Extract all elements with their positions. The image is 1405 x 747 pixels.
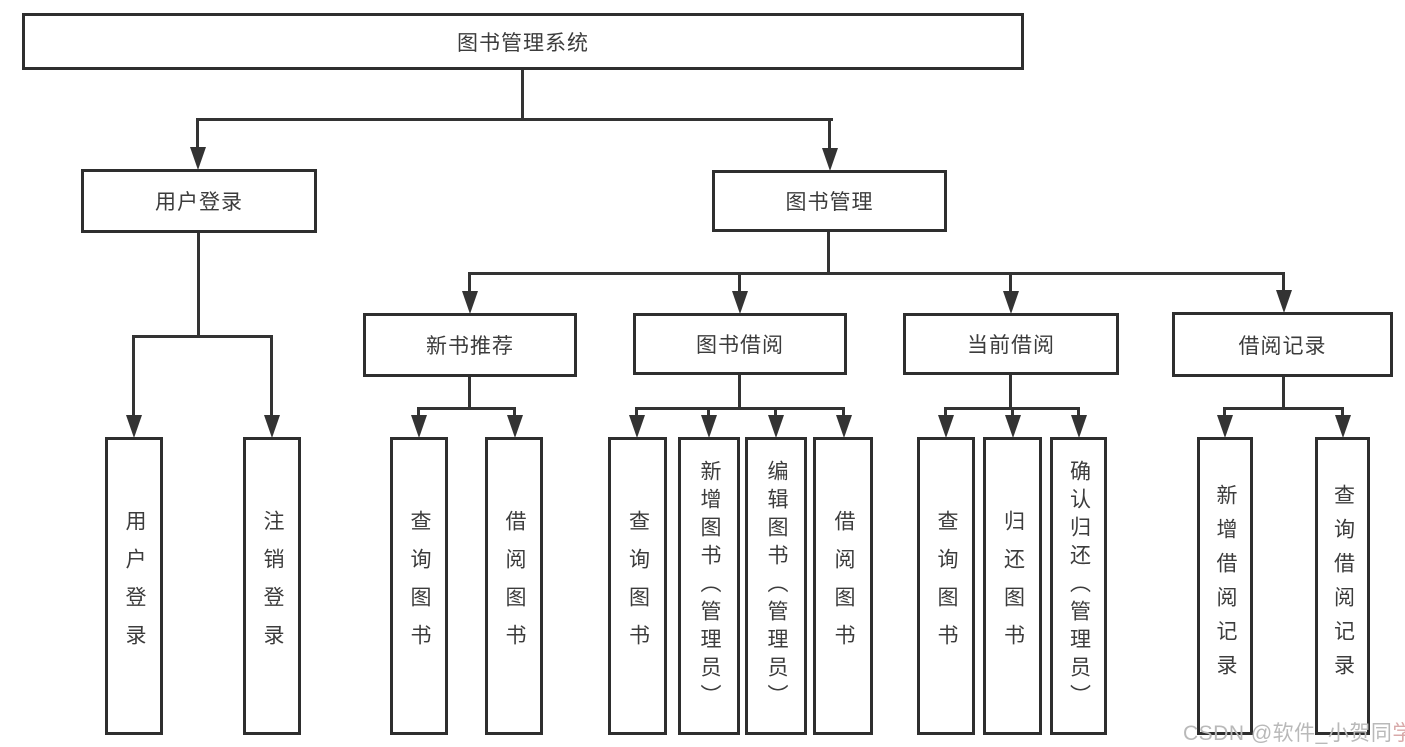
connector-drop-leaf-user-login — [132, 335, 135, 417]
csdn-watermark-accent: 学 — [1392, 722, 1405, 745]
connector-current-borrow-stem — [1009, 375, 1012, 407]
node-user-login: 用户登录 — [81, 169, 317, 233]
connector-book-borrow-bar — [635, 407, 845, 410]
node-book-borrow-label: 图书借阅 — [696, 334, 784, 357]
arrow-leaf-logout — [264, 415, 280, 438]
connector-user-login-bar — [132, 335, 273, 338]
connector-drop-cb-query — [944, 407, 947, 419]
node-book-management: 图书管理 — [712, 170, 947, 232]
arrow-bb-edit — [768, 415, 784, 438]
arrow-user-login — [190, 147, 206, 170]
connector-book-management-bar — [468, 272, 1285, 275]
node-current-borrow-label: 当前借阅 — [967, 334, 1055, 357]
leaf-logout-label: 注销登录 — [261, 510, 284, 662]
arrow-book-management — [822, 148, 838, 171]
connector-borrow-record-bar — [1223, 407, 1344, 410]
leaf-record-query-borrow-record-label: 查询借阅记录 — [1331, 484, 1355, 688]
arrow-recommend-query — [411, 415, 427, 438]
connector-drop-new-book-recommend — [468, 272, 471, 293]
leaf-recommend-query-books: 查询图书 — [390, 437, 448, 735]
leaf-borrow-borrow-books: 借阅图书 — [813, 437, 873, 735]
node-new-book-recommend: 新书推荐 — [363, 313, 577, 377]
node-borrow-record-label: 借阅记录 — [1238, 334, 1327, 358]
connector-drop-leaf-logout — [270, 335, 273, 417]
leaf-borrow-add-books-admin: 新增图书（管理员） — [678, 437, 740, 735]
arrow-cb-confirm — [1071, 415, 1087, 438]
connector-drop-br-query — [1341, 407, 1344, 419]
connector-drop-book-borrow — [738, 272, 741, 293]
arrow-br-query — [1335, 415, 1351, 438]
connector-drop-cb-confirm — [1077, 407, 1080, 419]
connector-drop-bb-add — [707, 407, 710, 419]
connector-drop-book-management — [828, 118, 831, 150]
connector-drop-recommend-query — [417, 407, 420, 419]
leaf-record-add-borrow-record-label: 新增借阅记录 — [1214, 484, 1237, 688]
arrow-current-borrow — [1003, 291, 1019, 314]
arrow-recommend-borrow — [507, 415, 523, 438]
connector-drop-cb-return — [1011, 407, 1014, 419]
leaf-current-query-books-label: 查询图书 — [935, 510, 958, 662]
arrow-leaf-user-login — [126, 415, 142, 438]
arrow-br-add — [1217, 415, 1233, 438]
connector-drop-bb-borrow — [842, 407, 845, 419]
connector-root-bar — [196, 118, 833, 121]
leaf-current-return-books-label: 归还图书 — [1001, 510, 1025, 662]
connector-drop-current-borrow — [1009, 272, 1012, 293]
leaf-recommend-borrow-books-label: 借阅图书 — [503, 510, 526, 662]
node-book-borrow: 图书借阅 — [633, 313, 847, 375]
arrow-cb-return — [1005, 415, 1021, 438]
leaf-user-login: 用户登录 — [105, 437, 163, 735]
leaf-borrow-borrow-books-label: 借阅图书 — [832, 510, 855, 662]
connector-drop-bb-edit — [774, 407, 777, 419]
connector-drop-borrow-record — [1282, 272, 1285, 292]
csdn-watermark: CSDN @软件_小贺同学 — [1183, 717, 1405, 747]
connector-drop-br-add — [1223, 407, 1226, 419]
connector-user-login-stem — [197, 233, 200, 335]
leaf-recommend-borrow-books: 借阅图书 — [485, 437, 543, 735]
arrow-bb-add — [701, 415, 717, 438]
connector-root-stem — [521, 70, 524, 118]
node-borrow-record: 借阅记录 — [1172, 312, 1393, 377]
node-book-management-label: 图书管理 — [785, 191, 874, 214]
leaf-record-add-borrow-record: 新增借阅记录 — [1197, 437, 1253, 735]
arrow-bb-borrow — [836, 415, 852, 438]
node-root-label: 图书管理系统 — [457, 31, 589, 55]
connector-new-book-recommend-bar — [417, 407, 516, 410]
leaf-current-return-books: 归还图书 — [983, 437, 1042, 735]
leaf-recommend-query-books-label: 查询图书 — [408, 510, 431, 662]
arrow-new-book-recommend — [462, 291, 478, 314]
leaf-borrow-query-books-label: 查询图书 — [626, 510, 650, 662]
node-current-borrow: 当前借阅 — [903, 313, 1119, 375]
node-new-book-recommend-label: 新书推荐 — [426, 335, 514, 358]
leaf-record-query-borrow-record: 查询借阅记录 — [1315, 437, 1370, 735]
arrow-bb-query — [629, 415, 645, 438]
leaf-borrow-query-books: 查询图书 — [608, 437, 667, 735]
connector-new-book-recommend-stem — [468, 377, 471, 407]
node-root: 图书管理系统 — [22, 13, 1024, 70]
arrow-borrow-record — [1276, 290, 1292, 313]
arrow-cb-query — [938, 415, 954, 438]
leaf-borrow-edit-books-admin: 编辑图书（管理员） — [745, 437, 807, 735]
connector-book-borrow-stem — [738, 375, 741, 407]
leaf-current-confirm-return-admin-label: 确认归还（管理员） — [1067, 460, 1091, 712]
leaf-borrow-edit-books-admin-label: 编辑图书（管理员） — [765, 460, 788, 712]
node-user-login-label: 用户登录 — [155, 191, 243, 214]
connector-drop-user-login — [196, 118, 199, 150]
csdn-watermark-main: CSDN @软件_小贺同 — [1183, 722, 1393, 745]
leaf-current-confirm-return-admin: 确认归还（管理员） — [1050, 437, 1107, 735]
connector-drop-recommend-borrow — [513, 407, 516, 419]
leaf-current-query-books: 查询图书 — [917, 437, 975, 735]
leaf-borrow-add-books-admin-label: 新增图书（管理员） — [698, 460, 721, 712]
arrow-book-borrow — [732, 291, 748, 314]
connector-book-management-stem — [827, 232, 830, 272]
leaf-user-login-label: 用户登录 — [123, 510, 146, 662]
connector-drop-bb-query — [635, 407, 638, 419]
leaf-logout: 注销登录 — [243, 437, 301, 735]
connector-borrow-record-stem — [1282, 377, 1285, 407]
